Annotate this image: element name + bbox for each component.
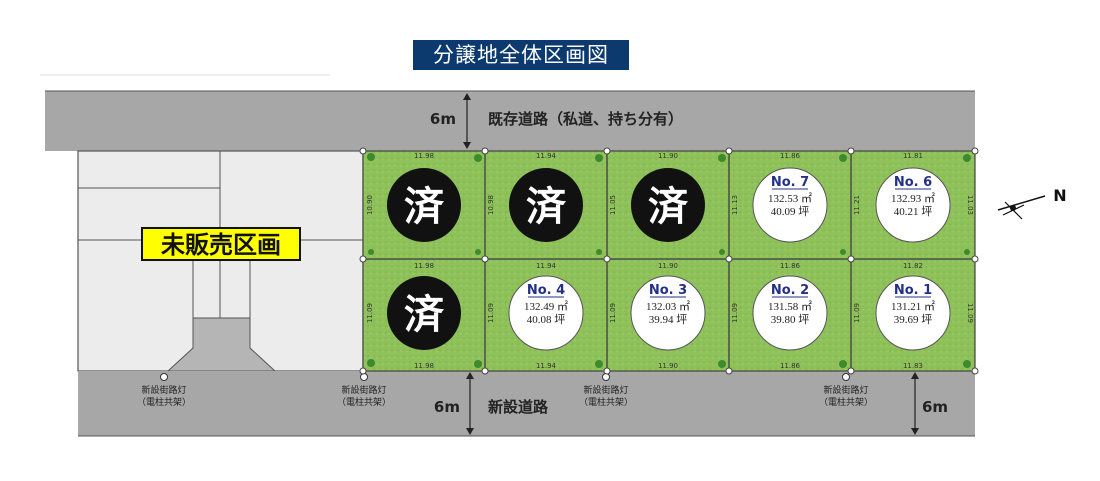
lot-3[interactable]: No. 3 132.03 ㎡ 39.94 坪 11.90 11.90 11.09 (606, 258, 730, 372)
lot-number: No. 3 (649, 283, 687, 298)
svg-text:11.09: 11.09 (853, 303, 861, 323)
street-lamp-3: 新設街路灯 （電柱共架） (579, 373, 633, 408)
existing-road-name: 既存道路（私道、持ち分有） (488, 110, 683, 128)
new-road-name: 新設道路 (488, 398, 549, 416)
svg-text:11.90: 11.90 (658, 362, 678, 370)
svg-text:11.86: 11.86 (780, 262, 801, 270)
lot-1[interactable]: No. 1 131.21 ㎡ 39.69 坪 11.82 11.83 11.09… (850, 258, 976, 372)
lamp-icon (602, 373, 610, 381)
lot-area-sqm: 132.93 ㎡ (891, 192, 935, 205)
lot-number: No. 4 (527, 283, 565, 298)
lot-area-tsubo: 39.80 坪 (771, 313, 810, 326)
lot-6[interactable]: No. 6 132.93 ㎡ 40.21 坪 11.81 11.21 11.03 (850, 150, 976, 260)
svg-text:11.94: 11.94 (536, 362, 557, 370)
svg-text:新設街路灯: 新設街路灯 (141, 384, 186, 396)
lot-7[interactable]: No. 7 132.53 ㎡ 40.09 坪 11.86 11.13 (728, 150, 852, 260)
new-road-width-left: 6m (434, 398, 460, 416)
svg-text:11.09: 11.09 (487, 303, 495, 323)
svg-text:11.82: 11.82 (903, 262, 923, 270)
lot-area-tsubo: 40.21 坪 (894, 205, 933, 218)
svg-text:（電柱共架）: （電柱共架） (579, 396, 633, 408)
svg-text:11.09: 11.09 (966, 303, 974, 323)
sold-mark-icon (631, 168, 705, 242)
svg-text:11.21: 11.21 (853, 195, 861, 215)
svg-text:新設街路灯: 新設街路灯 (583, 384, 628, 396)
svg-text:11.03: 11.03 (966, 195, 974, 215)
new-road (78, 371, 975, 436)
existing-road (45, 91, 975, 151)
lot-number: No. 1 (894, 283, 932, 298)
svg-text:11.83: 11.83 (903, 362, 923, 370)
svg-text:11.86: 11.86 (780, 362, 801, 370)
lot-area-tsubo: 39.94 坪 (649, 313, 688, 326)
unsold-label-box (141, 227, 301, 261)
svg-text:（電柱共架）: （電柱共架） (337, 396, 391, 408)
north-label: N (1053, 186, 1066, 205)
sold-lot-c: 済 11.90 11.05 (606, 150, 730, 260)
sold-mark-icon (387, 276, 461, 350)
lot-number: No. 6 (894, 175, 932, 190)
page-title: 分譲地全体区画図 (413, 40, 629, 70)
svg-text:新設街路灯: 新設街路灯 (823, 384, 868, 396)
new-road-width-right: 6m (922, 398, 948, 416)
svg-text:11.94: 11.94 (536, 262, 557, 270)
sold-mark-icon (387, 168, 461, 242)
lot-number: No. 2 (771, 283, 809, 298)
svg-text:11.13: 11.13 (731, 195, 739, 215)
svg-text:10.90: 10.90 (366, 195, 374, 215)
lot-area-tsubo: 39.69 坪 (894, 313, 933, 326)
street-lamp-4: 新設街路灯 （電柱共架） (819, 373, 873, 408)
lot-area-sqm: 132.49 ㎡ (524, 300, 568, 313)
svg-text:11.90: 11.90 (658, 262, 678, 270)
svg-text:（電柱共架）: （電柱共架） (137, 396, 191, 408)
lot-area-tsubo: 40.08 坪 (527, 313, 566, 326)
svg-text:11.90: 11.90 (658, 152, 678, 160)
lot-2[interactable]: No. 2 131.58 ㎡ 39.80 坪 11.86 11.86 11.09 (728, 258, 852, 372)
sold-lot-d: 済 11.98 11.98 11.09 (362, 258, 486, 372)
sold-mark-icon (509, 168, 583, 242)
lot-area-sqm: 132.53 ㎡ (768, 192, 812, 205)
lot-4[interactable]: No. 4 132.49 ㎡ 40.08 坪 11.94 11.94 11.09 (484, 258, 608, 372)
lot-area-sqm: 131.21 ㎡ (891, 300, 935, 313)
svg-text:11.09: 11.09 (366, 303, 374, 323)
svg-text:済: 済 (526, 184, 567, 230)
svg-text:11.09: 11.09 (609, 303, 617, 323)
svg-text:11.09: 11.09 (731, 303, 739, 323)
lamp-icon (360, 373, 368, 381)
svg-text:11.86: 11.86 (780, 152, 801, 160)
street-lamp-1: 新設街路灯 （電柱共架） (137, 373, 191, 408)
svg-text:済: 済 (648, 184, 689, 230)
shrub-decor (367, 153, 971, 368)
sold-lot-b: 済 11.94 10.98 (484, 150, 608, 260)
svg-text:済: 済 (404, 184, 445, 230)
lot-area-tsubo: 40.09 坪 (771, 205, 810, 218)
existing-road-width: 6m (430, 110, 456, 128)
lot-number: No. 7 (771, 175, 809, 190)
svg-text:11.05: 11.05 (609, 195, 617, 215)
lot-area-sqm: 131.58 ㎡ (768, 300, 812, 313)
svg-text:11.98: 11.98 (414, 262, 434, 270)
svg-text:済: 済 (404, 292, 445, 338)
svg-text:11.98: 11.98 (414, 362, 434, 370)
unsold-label: 未販売区画 (161, 231, 281, 259)
corner-markers (359, 147, 979, 375)
lamp-icon (842, 373, 850, 381)
street-lamp-2: 新設街路灯 （電柱共架） (337, 373, 391, 408)
north-arrow-icon: N (997, 186, 1067, 220)
svg-text:新設街路灯: 新設街路灯 (341, 384, 386, 396)
svg-text:11.94: 11.94 (536, 152, 557, 160)
svg-text:（電柱共架）: （電柱共架） (819, 396, 873, 408)
faint-line (40, 74, 330, 76)
lot-area-sqm: 132.03 ㎡ (646, 300, 690, 313)
svg-text:10.98: 10.98 (487, 195, 495, 215)
lamp-icon (160, 373, 168, 381)
svg-text:11.81: 11.81 (903, 152, 923, 160)
svg-text:11.98: 11.98 (414, 152, 434, 160)
